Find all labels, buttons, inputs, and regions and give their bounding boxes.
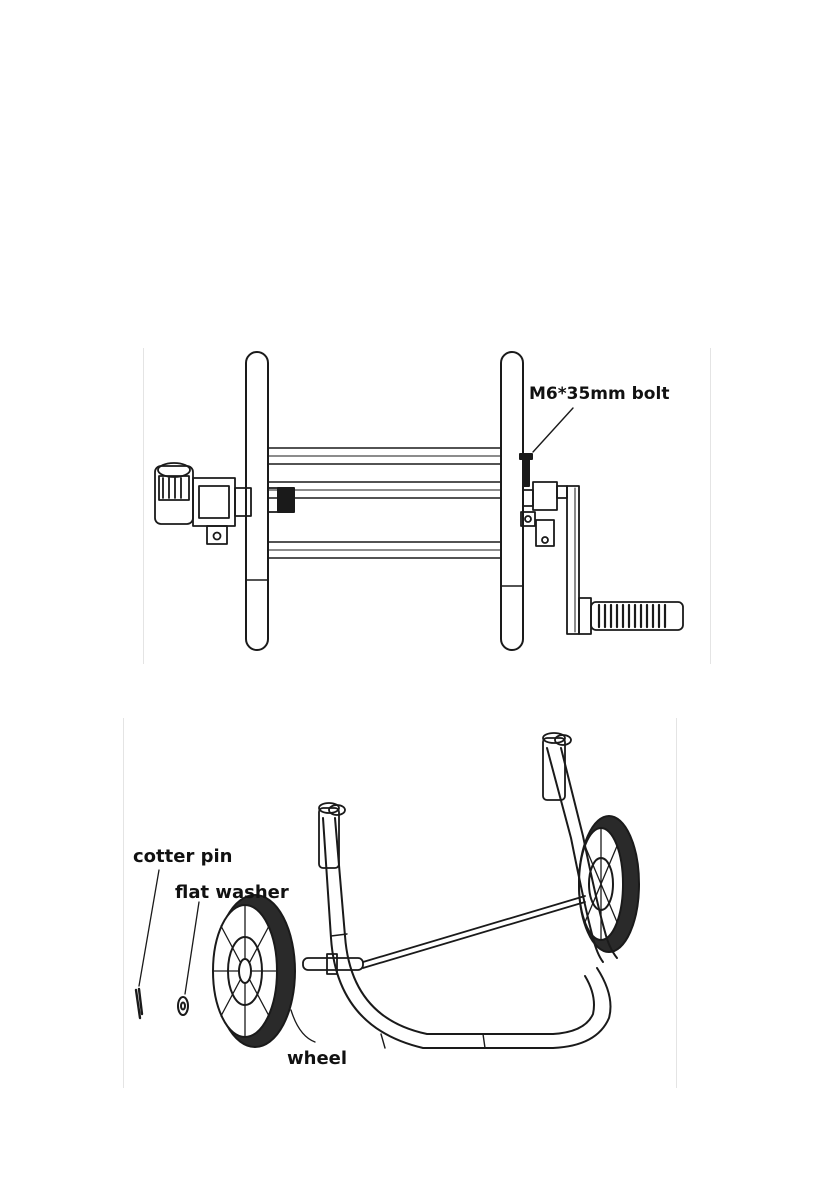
left-wheel [213, 895, 295, 1047]
figure-frame-edge [123, 718, 124, 1088]
figure-frame-edge [676, 718, 677, 1088]
right-flange [501, 352, 523, 650]
cart-assembly-figure: cotter pin flat washer wheel [123, 718, 677, 1088]
cart-drawing [123, 718, 677, 1088]
cotter-pin-label: cotter pin [133, 848, 232, 866]
flat-washer-leader-line [185, 902, 199, 994]
right-wheel [579, 816, 639, 952]
swivel-inlet-fitting [155, 463, 286, 544]
cotter-pin-icon [136, 989, 142, 1018]
bolt-label: M6*35mm bolt [529, 386, 669, 403]
left-flange [246, 352, 268, 650]
cart-frame [323, 748, 617, 1048]
tube-caps [319, 733, 571, 868]
flat-washer-icon [178, 997, 188, 1015]
wheel-leader-line [291, 1010, 315, 1042]
figure-frame-edge [143, 348, 144, 664]
flat-washer-label: flat washer [175, 884, 289, 902]
knurled-coupler [278, 488, 294, 512]
bearing-bracket [521, 482, 557, 546]
drum-rods [268, 448, 501, 558]
bolt-leader-line [533, 408, 573, 452]
handle-grip-texture [599, 605, 665, 627]
bolt-icon [520, 454, 532, 486]
wheel-label: wheel [287, 1050, 347, 1068]
figure-frame-edge [710, 348, 711, 664]
cotter-pin-leader-line [139, 870, 159, 986]
reel-assembly-figure: M6*35mm bolt [143, 348, 711, 664]
